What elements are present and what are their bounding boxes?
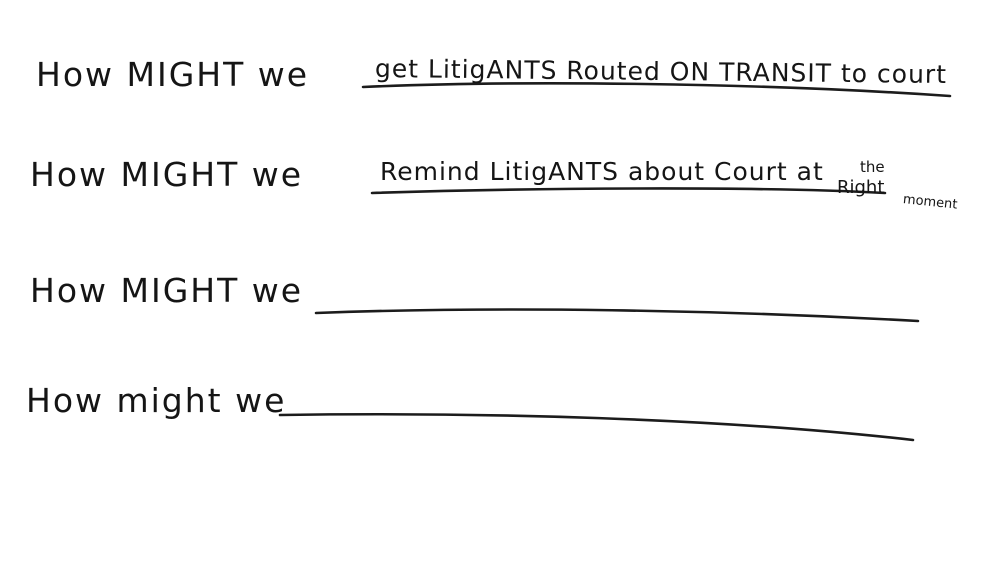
answer-underline-4 (278, 412, 915, 442)
answer-underline-3 (314, 308, 920, 323)
row-3-prompt: How MIGHT we (30, 271, 304, 310)
row-2-prompt: How MIGHT we (30, 155, 304, 194)
answer-underline-1 (361, 82, 952, 98)
row-1-answer: get LitigANTS Routed ON TRANSIT to court (374, 54, 948, 89)
row-2-insert-above: the (860, 158, 885, 176)
row-1-prompt: How MIGHT we (36, 55, 310, 94)
row-2-answer-end: Right (837, 177, 885, 198)
row-4-prompt: How might we (26, 381, 287, 420)
row-2-answer: Remind LitigANTS about Court at (380, 157, 824, 186)
answer-underline-2 (370, 187, 887, 195)
